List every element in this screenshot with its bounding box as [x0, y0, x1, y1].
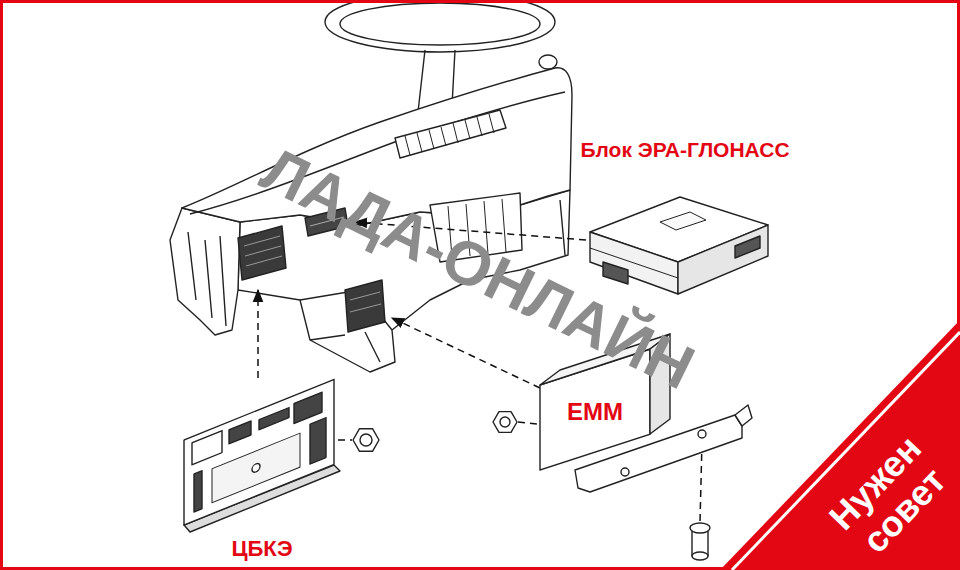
- bcm-unit: [184, 379, 379, 532]
- leader-line: [700, 442, 702, 522]
- vent-slats: [405, 114, 494, 155]
- label-text: ЦБКЭ: [231, 536, 292, 562]
- unit-socket: [192, 431, 222, 465]
- bracket-hole: [698, 430, 706, 438]
- steering-wheel-rim: [340, 3, 540, 45]
- text-holder: EMM: [567, 398, 623, 427]
- side-ribs: [188, 232, 226, 326]
- mounted-bcm-detail: [244, 236, 282, 266]
- side-vent: [539, 55, 557, 69]
- mounted-emm: [345, 280, 385, 332]
- module-label: ЦБКЭ: [227, 534, 297, 565]
- unit-side: [678, 225, 768, 294]
- label-text: EMM: [567, 398, 623, 427]
- unit-connector: [603, 262, 628, 284]
- mounted-emm-bracket: [365, 332, 380, 362]
- text-holder: Блок ЭРА-ГЛОНАСС: [580, 137, 789, 162]
- steering-wheel: [325, 0, 555, 52]
- mounted-bcm: [238, 226, 286, 280]
- module-label: EMM: [563, 396, 627, 429]
- unit-plate: [184, 379, 334, 525]
- bolt-head: [690, 523, 710, 533]
- leader-line: [257, 290, 259, 378]
- unit-sticker: [660, 212, 706, 230]
- label-text: Блок ЭРА-ГЛОНАСС: [580, 137, 789, 162]
- nut-bore: [500, 417, 510, 427]
- nut-bore: [360, 434, 372, 446]
- unit-connector: [259, 408, 289, 430]
- bracket-tab: [735, 405, 752, 426]
- module-label: Блок ЭРА-ГЛОНАСС: [576, 135, 794, 165]
- unit-hole: [252, 462, 260, 473]
- nut: [353, 429, 379, 452]
- leader-line: [518, 422, 538, 424]
- unit-connector: [310, 418, 326, 464]
- mounted-emm-detail: [350, 292, 381, 312]
- vent-grille: [395, 110, 506, 158]
- text-holder: ЦБКЭ: [231, 536, 292, 562]
- unit-connector: [229, 421, 251, 444]
- unit-connector: [294, 392, 322, 423]
- advice-badge: Нужен совет: [720, 320, 960, 570]
- pillar: [560, 200, 565, 255]
- leader-line: [338, 439, 352, 441]
- dashboard-side: [170, 208, 240, 335]
- era-glonass-unit: [590, 197, 768, 294]
- unit-connector: [735, 236, 760, 258]
- unit-connector: [194, 471, 202, 512]
- leader-line: [392, 318, 540, 388]
- bolt-end: [692, 552, 708, 560]
- bracket-hole: [621, 468, 629, 476]
- unit-front: [590, 232, 678, 294]
- unit-panel: [212, 433, 300, 503]
- nut: [493, 412, 517, 433]
